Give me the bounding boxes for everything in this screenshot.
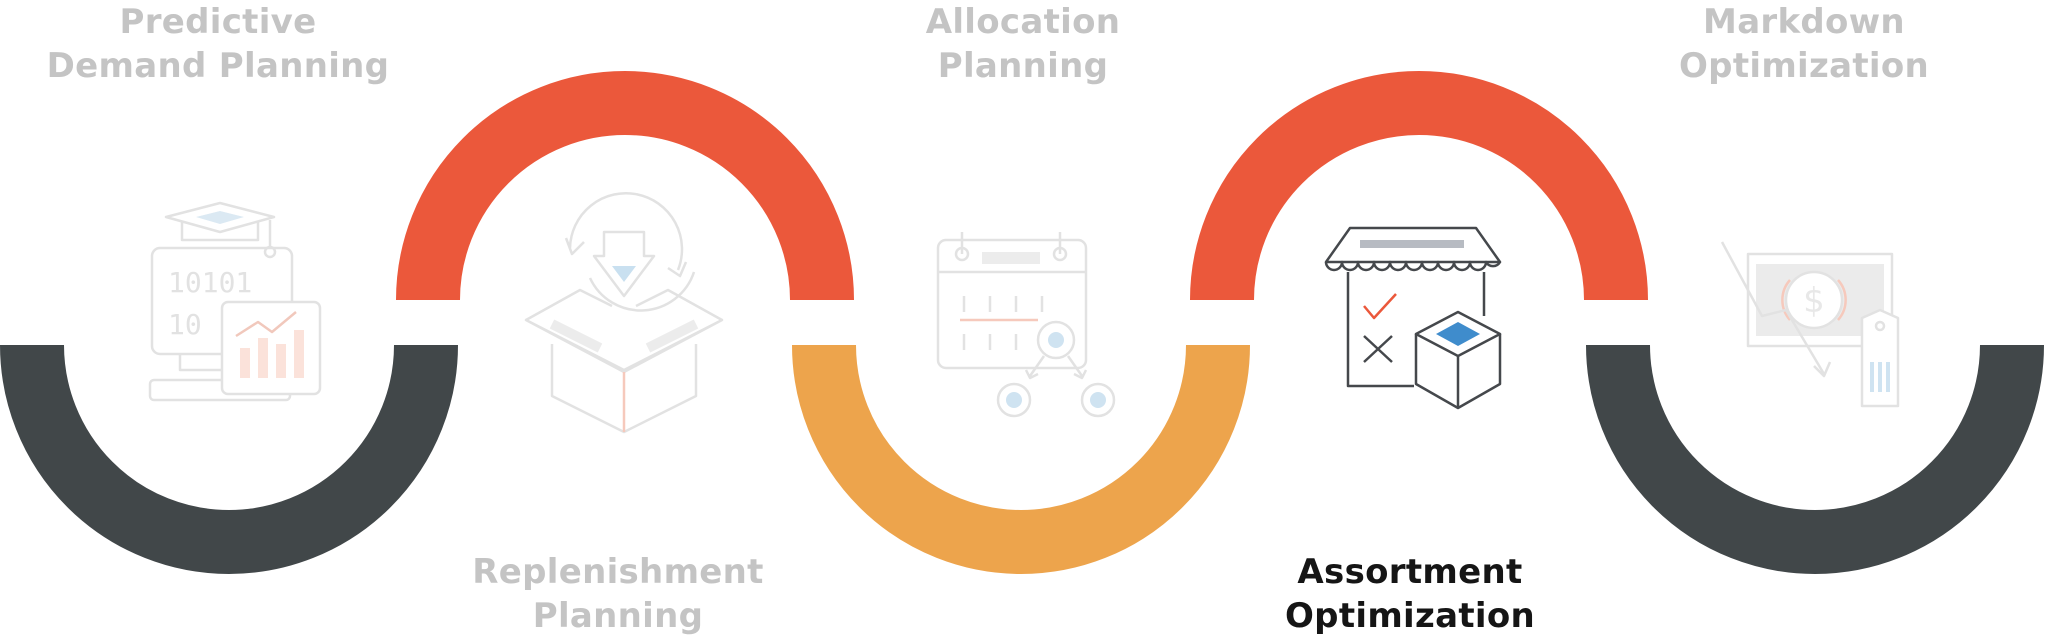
step-label-assortment-optimization[interactable]: Assortment Optimization (1285, 550, 1535, 638)
step-label-allocation-planning[interactable]: Allocation Planning (926, 0, 1121, 88)
step-label-line1: Allocation (925, 2, 1121, 42)
arc-segment-allocation (792, 344, 1250, 574)
analytics-computer-icon: 10101 10 (148, 201, 322, 402)
calendar-distribution-icon (936, 232, 1116, 418)
storefront-box-icon (1324, 226, 1502, 410)
step-label-line2: Optimization (1284, 596, 1536, 636)
step-label-line1: Markdown (1703, 2, 1905, 42)
step-label-predictive-demand-planning[interactable]: Predictive Demand Planning (47, 0, 390, 88)
step-label-markdown-optimization[interactable]: Markdown Optimization (1679, 0, 1929, 88)
svg-text:$: $ (1803, 281, 1825, 321)
step-label-line2: Planning (532, 596, 704, 636)
svg-text:10101: 10101 (168, 266, 252, 299)
step-label-line2: Planning (937, 46, 1109, 86)
price-tag-cash-icon: $ (1720, 241, 1900, 408)
step-label-line1: Replenishment (472, 552, 764, 592)
arc-segment-assortment (1190, 71, 1648, 301)
step-label-line2: Optimization (1678, 46, 1930, 86)
step-label-line1: Predictive (119, 2, 317, 42)
step-label-line2: Demand Planning (46, 46, 390, 86)
step-label-line1: Assortment (1297, 552, 1523, 592)
arc-segment-predictive (0, 344, 458, 574)
arc-segment-markdown (1586, 344, 2044, 574)
box-restock-icon (524, 192, 724, 434)
step-label-replenishment-planning[interactable]: Replenishment Planning (472, 550, 763, 638)
svg-text:10: 10 (168, 308, 202, 341)
arc-segment-replenishment (396, 71, 854, 301)
